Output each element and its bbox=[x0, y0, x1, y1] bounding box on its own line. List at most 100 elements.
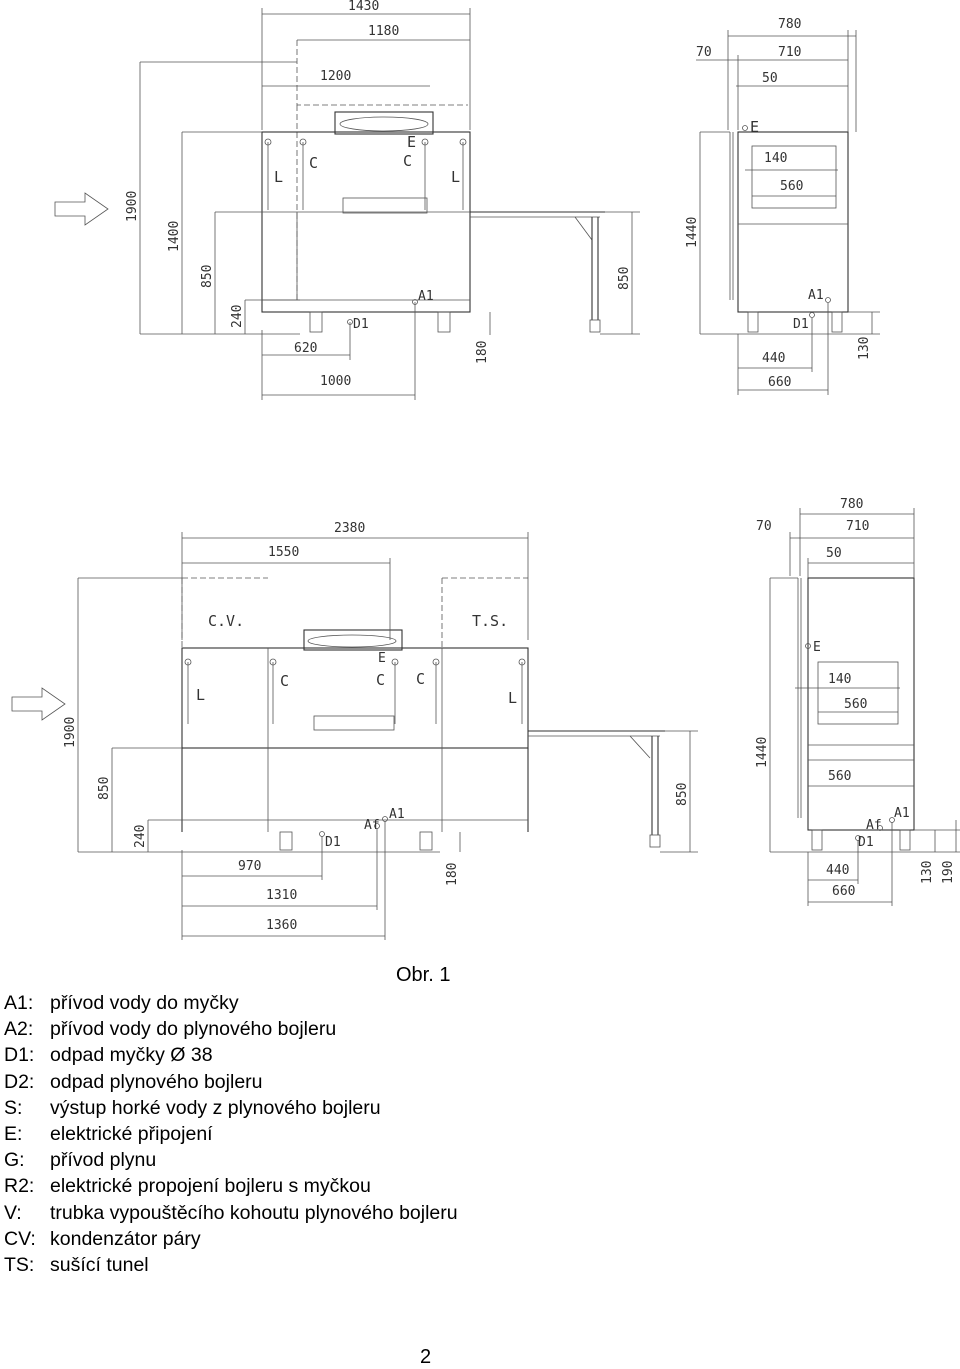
bottom-front-view: 2380 1550 1900 850 240 970 1310 1360 180… bbox=[63, 521, 698, 940]
label-text: L bbox=[508, 689, 517, 707]
legend-text: přívod vody do plynového bojleru bbox=[50, 1018, 337, 1041]
legend-code: A1: bbox=[4, 992, 34, 1014]
label-text: C bbox=[280, 672, 289, 690]
label-text: A1 bbox=[389, 807, 405, 822]
dim-text: 850 bbox=[675, 783, 690, 806]
legend-item: D2: odpad plynového bojleru bbox=[4, 1069, 458, 1095]
dim-text: 1550 bbox=[268, 545, 299, 560]
dim-text: 850 bbox=[200, 265, 215, 288]
dim-text: 1440 bbox=[685, 217, 700, 248]
direction-arrow bbox=[54, 192, 109, 226]
dim-text: 970 bbox=[238, 859, 261, 874]
legend-text: trubka vypouštěcího kohoutu plynového bo… bbox=[50, 1201, 458, 1224]
dim-text: 660 bbox=[768, 375, 791, 390]
legend-code: D1: bbox=[4, 1044, 35, 1067]
legend-text: sušící tunel bbox=[50, 1254, 149, 1277]
dim-text: 140 bbox=[828, 672, 851, 687]
legend-text: elektrické propojení bojleru s myčkou bbox=[50, 1175, 371, 1198]
label-text: L bbox=[274, 168, 283, 186]
dim-text: 560 bbox=[828, 769, 851, 784]
dim-text: 1430 bbox=[348, 0, 379, 14]
legend-text: výstup horké vody z plynového bojleru bbox=[50, 1096, 381, 1119]
legend-text: odpad plynového bojleru bbox=[50, 1070, 263, 1093]
bottom-side-view: 780 70 710 50 140 560 1440 560 440 660 1… bbox=[755, 497, 960, 906]
dim-text: 850 bbox=[97, 777, 112, 800]
legend-item: S: výstup horké vody z plynového bojleru bbox=[4, 1095, 458, 1121]
legend-item: CV: kondenzátor páry bbox=[4, 1226, 458, 1252]
legend-text: elektrické připojení bbox=[50, 1123, 213, 1146]
dim-text: 1400 bbox=[167, 221, 182, 252]
legend-item: TS: sušící tunel bbox=[4, 1252, 458, 1278]
label-text: C.V. bbox=[208, 612, 244, 630]
dim-text: 180 bbox=[475, 341, 490, 364]
dim-text: 560 bbox=[844, 697, 867, 712]
top-side-view: 780 70 710 50 140 560 1440 440 660 130 E… bbox=[685, 17, 880, 395]
label-text: D1 bbox=[858, 835, 874, 850]
label-text: E bbox=[407, 133, 416, 151]
label-text: A1 bbox=[894, 806, 910, 821]
label-text: E bbox=[813, 640, 821, 655]
label-text: D1 bbox=[325, 835, 341, 850]
dim-text: 190 bbox=[941, 861, 956, 884]
legend-item: R2: elektrické propojení bojleru s myčkou bbox=[4, 1173, 458, 1199]
page-number: 2 bbox=[420, 1346, 432, 1368]
dim-text: 710 bbox=[778, 45, 801, 60]
label-text: D1 bbox=[793, 317, 809, 332]
label-text: Af bbox=[866, 818, 882, 833]
legend-code: S: bbox=[4, 1096, 23, 1119]
dim-text: 1900 bbox=[63, 717, 78, 748]
dim-text: 440 bbox=[826, 863, 849, 878]
dim-text: 660 bbox=[832, 884, 855, 899]
legend-code: A2: bbox=[4, 1018, 34, 1041]
label-text: L bbox=[451, 168, 460, 186]
dim-text: 780 bbox=[840, 497, 863, 512]
legend-item: V: trubka vypouštěcího kohoutu plynového … bbox=[4, 1200, 458, 1226]
dim-text: 1180 bbox=[368, 24, 399, 39]
top-front-view: 1430 1180 1200 1900 1400 850 240 620 100… bbox=[125, 0, 640, 400]
dim-text: 180 bbox=[445, 863, 460, 886]
label-text: L bbox=[196, 686, 205, 704]
legend-code: R2: bbox=[4, 1175, 35, 1198]
dim-text: 50 bbox=[762, 71, 778, 86]
legend-code: G: bbox=[4, 1149, 25, 1172]
legend-list: A1:přívod vody do myčky A2:přívod vody d… bbox=[4, 990, 458, 1278]
figure-caption: Obr. 1 bbox=[396, 964, 451, 986]
legend-item: G: přívod plynu bbox=[4, 1147, 458, 1173]
label-text: E bbox=[750, 118, 759, 136]
label-text: C bbox=[403, 152, 412, 170]
dim-text: 70 bbox=[696, 45, 712, 60]
dim-text: 440 bbox=[762, 351, 785, 366]
dim-text: 1900 bbox=[125, 191, 140, 222]
legend-item: D1: odpad myčky Ø 38 bbox=[4, 1042, 458, 1068]
legend-code: CV: bbox=[4, 1227, 36, 1250]
label-text: C bbox=[376, 671, 385, 689]
legend-code: V: bbox=[4, 1201, 22, 1224]
dim-text: 620 bbox=[294, 341, 317, 356]
label-text: D1 bbox=[353, 317, 369, 332]
direction-arrow bbox=[11, 687, 66, 721]
legend-text: kondenzátor páry bbox=[50, 1227, 201, 1250]
label-text: A1 bbox=[418, 289, 434, 304]
dim-text: 130 bbox=[857, 337, 872, 360]
legend-code: TS: bbox=[4, 1254, 35, 1277]
technical-drawing: 1430 1180 1200 1900 1400 850 240 620 100… bbox=[11, 0, 960, 940]
dim-text: 140 bbox=[764, 151, 787, 166]
label-text: C bbox=[416, 670, 425, 688]
dim-text: 1310 bbox=[266, 888, 297, 903]
dim-text: 1360 bbox=[266, 918, 297, 933]
legend-code: D2: bbox=[4, 1070, 35, 1093]
label-text: Af bbox=[364, 818, 380, 833]
legend-item: A2: přívod vody do plynového bojleru bbox=[4, 1016, 458, 1042]
legend-code: E: bbox=[4, 1123, 23, 1146]
legend-text: odpad myčky Ø 38 bbox=[50, 1044, 213, 1067]
label-text: T.S. bbox=[472, 612, 508, 630]
dim-text: 2380 bbox=[334, 521, 365, 536]
dim-text: 710 bbox=[846, 519, 869, 534]
label-text: C bbox=[309, 154, 318, 172]
dim-text: 780 bbox=[778, 17, 801, 32]
label-text: E bbox=[378, 651, 386, 666]
dim-text: 560 bbox=[780, 179, 803, 194]
dim-text: 240 bbox=[133, 825, 148, 848]
dim-text: 1200 bbox=[320, 69, 351, 84]
legend-text: přívod plynu bbox=[50, 1149, 157, 1172]
